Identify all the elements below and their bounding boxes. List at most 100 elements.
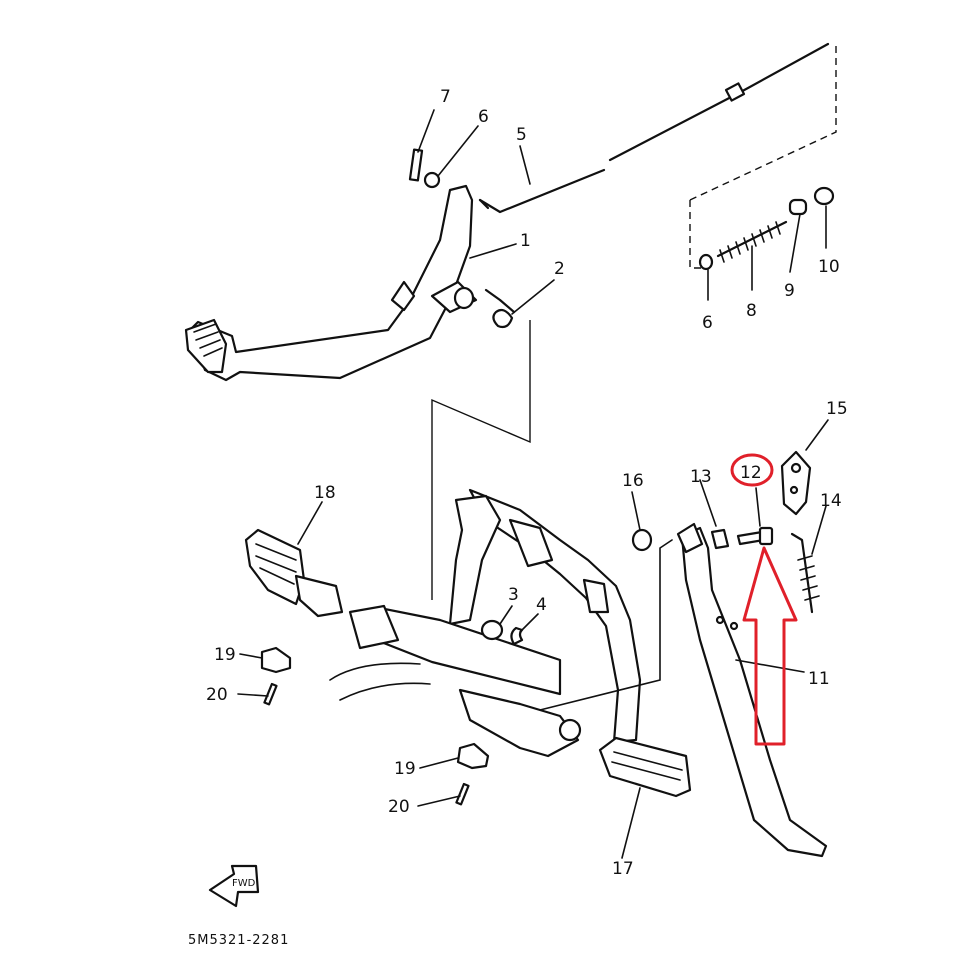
footrest-mount-right xyxy=(458,688,580,758)
nut xyxy=(423,171,441,189)
callout-15: 15 xyxy=(826,399,848,419)
callout-14: 14 xyxy=(820,491,842,511)
callout-5: 5 xyxy=(516,125,527,145)
figure-code: 5M5321-2281 xyxy=(188,933,289,948)
brake-pedal-group xyxy=(184,42,837,600)
callout-19: 19 xyxy=(214,645,236,665)
spring-hook-peg xyxy=(715,615,725,625)
fwd-label: FWD xyxy=(232,878,256,889)
frame-gusset xyxy=(508,518,554,568)
leader xyxy=(519,613,539,633)
highlight-arrow-icon xyxy=(742,546,798,746)
leader xyxy=(499,605,513,625)
side-stand xyxy=(680,526,828,858)
callout-9: 9 xyxy=(784,281,795,301)
washer xyxy=(480,619,504,641)
leader xyxy=(631,491,641,531)
callout-labels: 7 6 5 1 2 6 8 9 10 15 12 13 16 14 11 18 … xyxy=(206,87,848,879)
mount-boss xyxy=(558,718,582,742)
brake-cable xyxy=(608,42,830,162)
leader xyxy=(519,145,531,185)
return-spring xyxy=(484,288,516,329)
callout-4: 4 xyxy=(536,595,547,615)
brake-pedal xyxy=(188,184,474,382)
stand-spring xyxy=(790,532,814,614)
leader xyxy=(297,501,323,545)
exploded-line xyxy=(689,200,706,269)
leader xyxy=(239,653,263,659)
leader xyxy=(805,419,829,451)
callout-18: 18 xyxy=(314,483,336,503)
pedal-lug xyxy=(390,280,416,312)
cotter-pin xyxy=(408,148,424,182)
cotter-pin xyxy=(263,682,278,706)
spring-coils xyxy=(719,221,781,263)
frame-stand-group xyxy=(237,419,829,859)
callout-19-lower: 19 xyxy=(394,759,416,779)
callout-11: 11 xyxy=(808,669,830,689)
side-stand-pivot xyxy=(676,522,704,554)
washer xyxy=(698,253,714,271)
footrest-rubber xyxy=(598,736,692,798)
frame-curve xyxy=(329,662,431,701)
exploded-line xyxy=(689,44,837,201)
footrest-ribs xyxy=(255,543,297,585)
callout-10: 10 xyxy=(818,257,840,277)
footrest-ribs xyxy=(611,751,683,781)
footrest-rubber xyxy=(244,528,306,606)
footrest-mount-left xyxy=(348,604,400,650)
circlip xyxy=(510,626,524,646)
alignment-line xyxy=(539,539,673,711)
leader xyxy=(417,109,435,153)
spacer xyxy=(710,528,730,550)
callout-17: 17 xyxy=(612,859,634,879)
fwd-arrow: FWD xyxy=(208,864,260,908)
leader xyxy=(735,659,805,673)
frame-bracket xyxy=(448,494,502,626)
leader xyxy=(437,125,479,177)
callout-20-lower: 20 xyxy=(388,797,410,817)
callout-16: 16 xyxy=(622,471,644,491)
footrest-bracket xyxy=(294,574,344,618)
bracket-hole xyxy=(789,485,799,495)
callout-6: 6 xyxy=(478,107,489,127)
callout-1: 1 xyxy=(520,231,531,251)
callout-20: 20 xyxy=(206,685,228,705)
leader xyxy=(755,487,761,527)
cotter-pin xyxy=(455,782,470,806)
callout-3: 3 xyxy=(508,585,519,605)
brake-rod xyxy=(478,168,606,214)
nut xyxy=(631,528,653,552)
leader xyxy=(417,795,461,807)
highlight-circle xyxy=(730,453,774,487)
leader xyxy=(811,505,827,555)
bracket-hole xyxy=(790,462,802,474)
spring-coils xyxy=(797,555,820,601)
stand-bracket xyxy=(780,450,812,516)
brake-rod-end xyxy=(478,198,490,210)
clevis-pin xyxy=(456,742,490,770)
leader xyxy=(511,279,555,315)
leader xyxy=(469,243,517,259)
callout-12: 12 xyxy=(740,463,762,483)
clevis-pin xyxy=(260,646,292,674)
callout-6-cable: 6 xyxy=(702,313,713,333)
alignment-line xyxy=(431,320,531,600)
tread-ribs xyxy=(193,323,223,357)
leader xyxy=(789,213,801,273)
callout-13: 13 xyxy=(690,467,712,487)
adjusting-nut xyxy=(813,186,835,206)
leader xyxy=(621,787,641,859)
fwd-arrow-icon xyxy=(208,864,260,908)
bolt-head xyxy=(758,526,774,546)
cable-joint xyxy=(788,198,808,216)
callout-8: 8 xyxy=(746,301,757,321)
highlight-annotation xyxy=(730,453,798,746)
leader xyxy=(237,693,269,697)
cable-adjuster xyxy=(724,82,746,102)
callout-7: 7 xyxy=(440,87,451,107)
leader xyxy=(419,757,459,769)
pivot-shaft-end xyxy=(453,286,475,310)
